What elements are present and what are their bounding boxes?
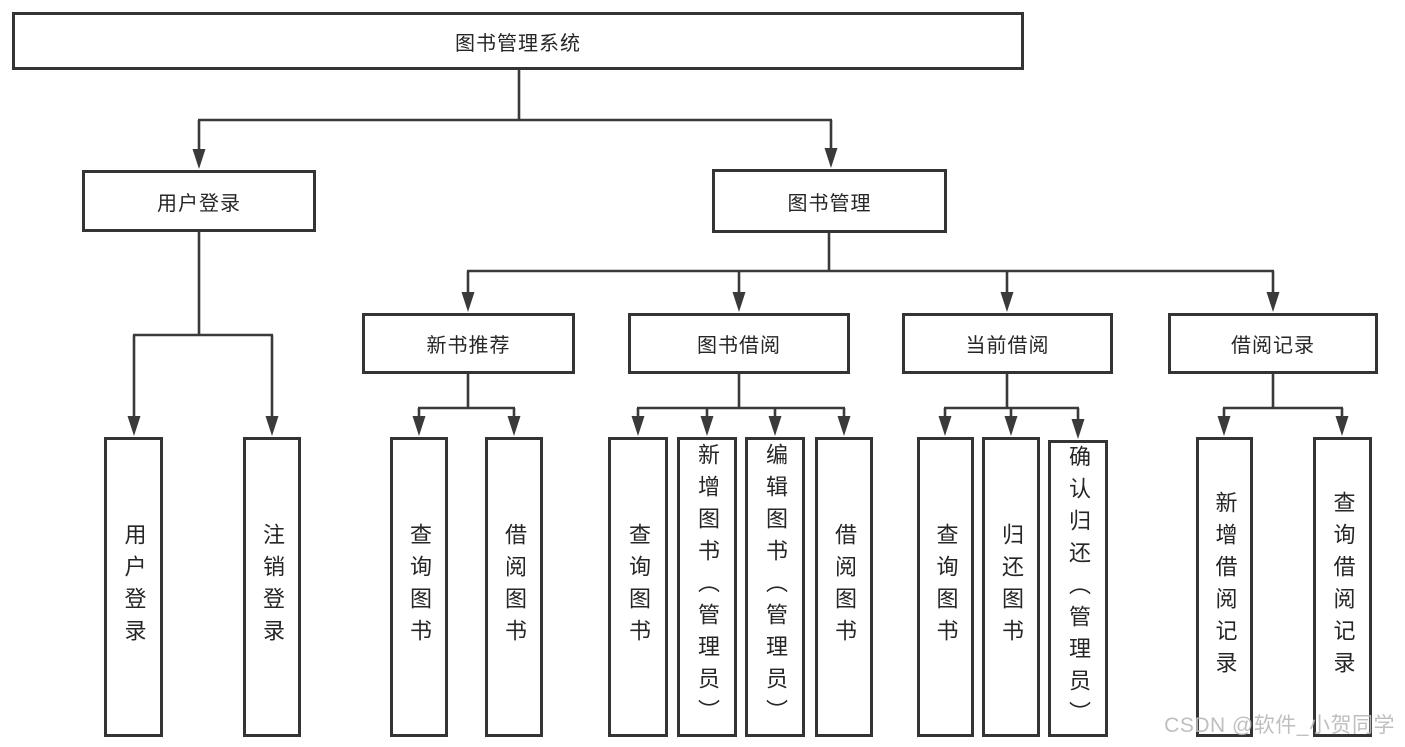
node-user-login-label: 用户登录 — [157, 192, 241, 215]
leaf-newbook-query-books: 查询图书 — [390, 437, 448, 737]
leaf-borrow-add-books-admin: 新增图书（管理员） — [677, 437, 737, 737]
leaf-borrow-add-books-admin-label: 新增图书（管理员） — [695, 443, 720, 731]
node-root: 图书管理系统 — [12, 12, 1024, 70]
leaf-logout: 注销登录 — [243, 437, 301, 737]
node-borrow-records-label: 借阅记录 — [1231, 335, 1315, 357]
leaf-current-query-books: 查询图书 — [917, 437, 974, 737]
leaf-records-add-record-label: 新增借阅记录 — [1212, 491, 1238, 683]
leaf-current-confirm-return-admin-label: 确认归还（管理员） — [1066, 444, 1091, 733]
node-current-borrow-label: 当前借阅 — [965, 335, 1050, 357]
watermark: CSDN @软件_小贺同学 — [1164, 714, 1395, 737]
leaf-current-confirm-return-admin: 确认归还（管理员） — [1048, 440, 1108, 737]
node-book-borrow: 图书借阅 — [628, 313, 850, 374]
node-root-label: 图书管理系统 — [455, 32, 581, 55]
leaf-current-query-books-label: 查询图书 — [933, 523, 959, 651]
node-borrow-records: 借阅记录 — [1168, 313, 1378, 374]
leaf-borrow-edit-books-admin: 编辑图书（管理员） — [745, 437, 805, 737]
leaf-user-login: 用户登录 — [104, 437, 163, 737]
leaf-newbook-borrow-books-label: 借阅图书 — [502, 523, 527, 651]
leaf-user-login-label: 用户登录 — [121, 523, 147, 651]
leaf-records-query-record-label: 查询借阅记录 — [1330, 491, 1356, 683]
node-book-management-label: 图书管理 — [787, 192, 872, 215]
node-book-borrow-label: 图书借阅 — [697, 335, 781, 357]
node-book-management: 图书管理 — [712, 169, 947, 233]
leaf-borrow-query-books: 查询图书 — [608, 437, 668, 737]
node-new-book-recommend-label: 新书推荐 — [426, 335, 511, 357]
leaf-borrow-borrow-books: 借阅图书 — [815, 437, 873, 737]
leaf-records-add-record: 新增借阅记录 — [1196, 437, 1253, 737]
leaf-borrow-borrow-books-label: 借阅图书 — [832, 523, 857, 651]
node-current-borrow: 当前借阅 — [902, 313, 1113, 374]
node-user-login: 用户登录 — [82, 170, 316, 232]
leaf-current-return-books: 归还图书 — [982, 437, 1040, 737]
leaf-current-return-books-label: 归还图书 — [999, 523, 1024, 651]
leaf-borrow-query-books-label: 查询图书 — [626, 523, 651, 651]
leaf-records-query-record: 查询借阅记录 — [1313, 437, 1372, 737]
leaf-newbook-borrow-books: 借阅图书 — [485, 437, 543, 737]
leaf-newbook-query-books-label: 查询图书 — [407, 523, 432, 651]
leaf-logout-label: 注销登录 — [260, 523, 285, 651]
node-new-book-recommend: 新书推荐 — [362, 313, 575, 374]
leaf-borrow-edit-books-admin-label: 编辑图书（管理员） — [763, 443, 788, 731]
